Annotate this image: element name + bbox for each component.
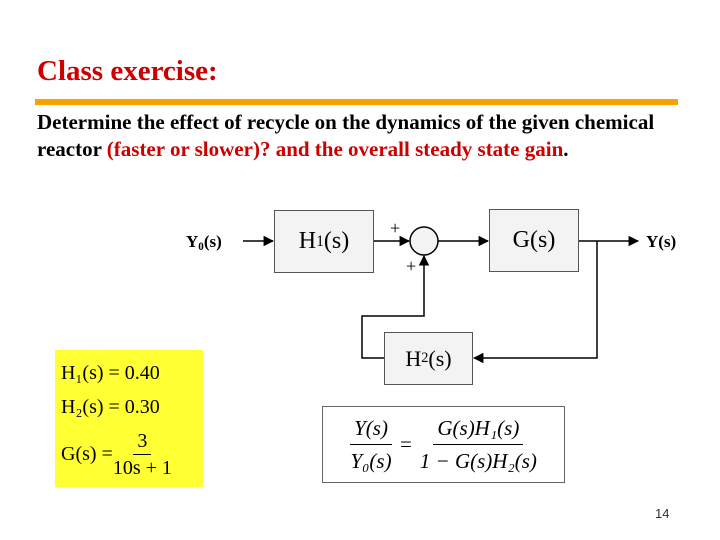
g-fraction: 3 10s + 1 [113, 428, 172, 481]
g-denominator: 10s + 1 [112, 457, 172, 479]
page-number: 14 [655, 506, 670, 521]
tf-lhs-fraction: Y(s) Y₀(s) [350, 412, 392, 477]
sum-plus-bottom: + [406, 256, 417, 276]
tf-rhs-denominator: 1 − G(s)H₂(s) [419, 449, 537, 473]
gain-values-box: H₁(s) = 0.40 H₂(s) = 0.30 G(s) = 3 10s +… [55, 350, 203, 487]
tf-rhs-numerator: G(s)H₁(s) [433, 412, 524, 445]
title-divider [35, 99, 678, 105]
h1-gain: H₁(s) = 0.40 [61, 362, 160, 384]
g-block: G(s) [489, 209, 579, 272]
g-lhs: G(s) = [61, 443, 113, 465]
question-red-part: (faster or slower)? and the overall stea… [106, 137, 564, 161]
g-transfer-function: G(s) = 3 10s + 1 [61, 428, 203, 481]
question-end: . [563, 137, 569, 161]
tf-equals: = [399, 432, 412, 456]
output-signal-label: Y(s) [646, 232, 677, 251]
question-black-part: Determine the effect of recycle on the d… [37, 110, 655, 161]
feedback-path [472, 241, 598, 364]
sum-plus-top: + [390, 218, 401, 238]
input-signal-label: Y0(s) [186, 232, 222, 253]
feedback-return-path [361, 254, 430, 359]
tf-lhs-numerator: Y(s) [350, 412, 392, 445]
summing-junction [409, 226, 439, 256]
slide-title: Class exercise: [37, 55, 218, 87]
tf-lhs-denominator: Y₀(s) [350, 449, 392, 473]
tf-rhs-fraction: G(s)H₁(s) 1 − G(s)H₂(s) [420, 412, 537, 477]
question-text: Determine the effect of recycle on the d… [37, 109, 677, 163]
g-numerator: 3 [133, 428, 152, 455]
closed-loop-transfer-function: Y(s) Y₀(s) = G(s)H₁(s) 1 − G(s)H₂(s) [322, 406, 565, 483]
h2-gain: H₂(s) = 0.30 [61, 396, 160, 418]
